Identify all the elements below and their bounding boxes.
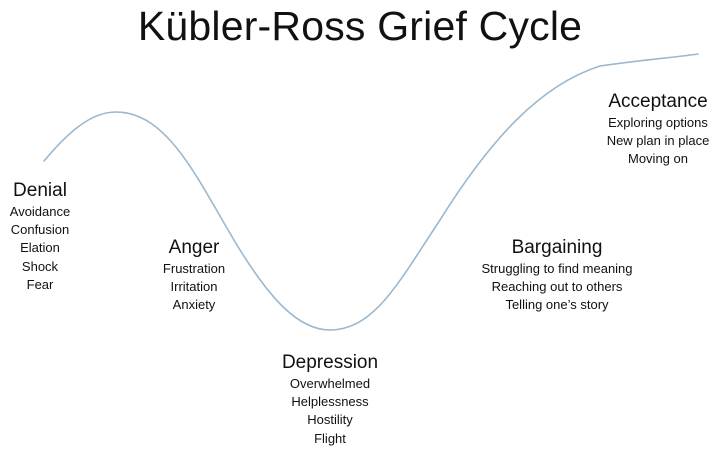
stage-item: Elation (20, 240, 60, 256)
stage-item: Overwhelmed (289, 376, 371, 391)
stage-denial: Denial Avoidance Confusion Elation Shock… (10, 179, 70, 294)
stage-item: Confusion (10, 222, 70, 238)
stage-anger: Anger Frustration Irritation Anxiety (163, 236, 225, 315)
diagram-title: Kübler-Ross Grief Cycle (137, 3, 583, 49)
stage-item: Fear (26, 276, 54, 292)
stage-bargaining-items: Struggling to find meaning Reaching out … (481, 260, 632, 315)
stage-bargaining-title: Bargaining (511, 237, 603, 258)
stage-acceptance: Acceptance Exploring options New plan in… (607, 90, 710, 169)
grief-curve-line (43, 53, 699, 331)
stage-acceptance-title: Acceptance (608, 91, 708, 112)
stage-item: Frustration (162, 261, 226, 276)
stage-anger-items: Frustration Irritation Anxiety (163, 260, 225, 315)
stage-item: Flight (314, 430, 346, 446)
stage-denial-title: Denial (13, 180, 67, 201)
stage-item: Hostility (307, 412, 353, 428)
stage-item: Irritation (170, 279, 218, 295)
stage-item: New plan in place (606, 133, 710, 149)
stage-anger-title: Anger (168, 237, 220, 258)
stage-item: Exploring options (608, 115, 708, 130)
stage-depression-items: Overwhelmed Helplessness Hostility Fligh… (282, 375, 378, 448)
stage-item: Telling one’s story (505, 297, 609, 313)
stage-item: Shock (21, 258, 59, 274)
stage-item: Moving on (628, 151, 688, 167)
stage-item: Struggling to find meaning (481, 261, 633, 276)
stage-item: Helplessness (291, 394, 369, 410)
stage-item: Anxiety (172, 297, 216, 313)
stage-denial-items: Avoidance Confusion Elation Shock Fear (10, 203, 70, 294)
stage-depression: Depression Overwhelmed Helplessness Host… (282, 351, 378, 448)
stage-bargaining: Bargaining Struggling to find meaning Re… (481, 236, 632, 315)
stage-item: Avoidance (9, 204, 71, 219)
stage-item: Reaching out to others (491, 279, 623, 295)
stage-depression-title: Depression (281, 352, 379, 373)
stage-acceptance-items: Exploring options New plan in place Movi… (607, 114, 710, 169)
